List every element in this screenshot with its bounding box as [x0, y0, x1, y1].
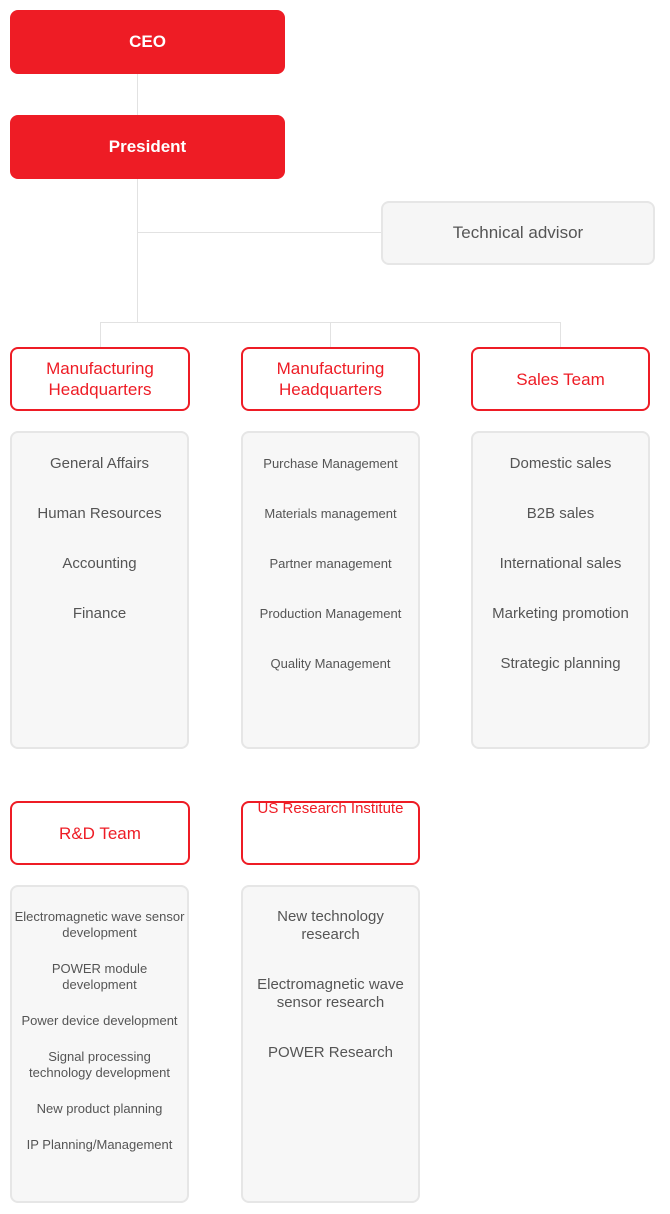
dept-rnd-team: R&D Team [10, 801, 190, 865]
connector-line [100, 322, 101, 347]
list-item: B2B sales [526, 505, 595, 522]
dept-list-sales: Domestic sales B2B sales International s… [471, 431, 650, 749]
list-item: Partner management [269, 556, 392, 571]
list-item: Production Management [259, 606, 402, 621]
list-item: Quality Management [270, 656, 391, 671]
connector-line [137, 179, 138, 322]
list-item: IP Planning/Management [26, 1137, 173, 1152]
list-item: General Affairs [50, 455, 149, 472]
dept-list-manufacturing-1: General Affairs Human Resources Accounti… [10, 431, 189, 749]
connector-line [330, 322, 331, 347]
list-item: Finance [72, 605, 127, 622]
dept-list-manufacturing-2: Purchase Management Materials management… [241, 431, 420, 749]
connector-line [137, 232, 381, 233]
list-item: Marketing promotion [492, 605, 629, 622]
list-item: Domestic sales [509, 455, 612, 472]
dept-manufacturing-hq-2: Manufacturing Headquarters [241, 347, 420, 411]
list-item: Materials management [264, 506, 397, 521]
dept-list-us-research: New technology research Electromagnetic … [241, 885, 420, 1203]
list-item: International sales [499, 555, 622, 572]
list-item: Electromagnetic wave sensor development [14, 909, 185, 940]
list-item: Accounting [62, 555, 137, 572]
list-item: Electromagnetic wave sensor research [257, 976, 404, 1011]
connector-line [137, 74, 138, 115]
list-item: Signal processing technology development [29, 1049, 170, 1080]
connector-line [560, 322, 561, 347]
list-item: Purchase Management [263, 456, 398, 471]
list-item: Strategic planning [500, 655, 621, 672]
ceo-box: CEO [10, 10, 285, 74]
list-item: POWER module development [51, 961, 148, 992]
dept-sales-team: Sales Team [471, 347, 650, 411]
president-box: President [10, 115, 285, 179]
dept-us-research-institute: US Research Institute [241, 801, 420, 865]
dept-manufacturing-hq-1: Manufacturing Headquarters [10, 347, 190, 411]
list-item: Human Resources [37, 505, 162, 522]
list-item: New product planning [36, 1101, 163, 1116]
list-item: POWER Research [267, 1044, 394, 1061]
list-item: New technology research [277, 908, 384, 943]
list-item: Power device development [21, 1013, 178, 1028]
technical-advisor-box: Technical advisor [381, 201, 655, 265]
dept-list-rnd: Electromagnetic wave sensor development … [10, 885, 189, 1203]
